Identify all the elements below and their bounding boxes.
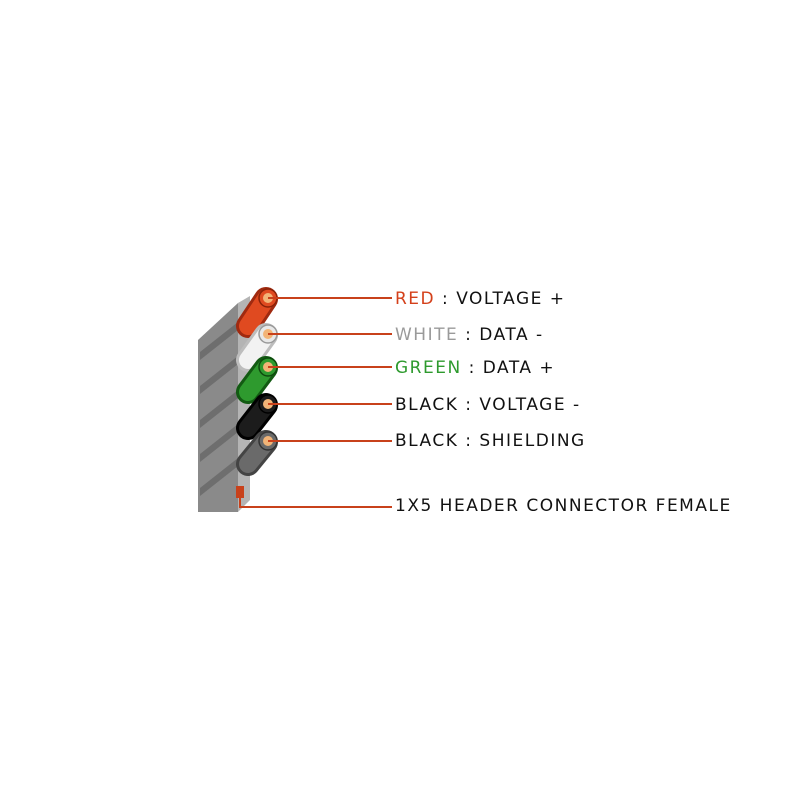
pin-label-white: WHITE : DATA - (395, 325, 544, 345)
pin-label-red: RED : VOLTAGE + (395, 289, 566, 309)
wire-color-name: GREEN (395, 358, 462, 378)
pin-label-black-voltage: BLACK : VOLTAGE - (395, 395, 581, 415)
wire-function: VOLTAGE - (479, 395, 581, 415)
separator: : (458, 395, 480, 415)
separator: : (435, 289, 457, 309)
wire-color-name: BLACK (395, 395, 459, 415)
wire-shielding (236, 430, 278, 476)
wire-function: SHIELDING (479, 431, 586, 451)
wire-function: VOLTAGE + (456, 289, 566, 309)
wire-color-name: RED (395, 289, 436, 309)
wire-color-name: WHITE (395, 325, 459, 345)
leader-lines (239, 297, 392, 508)
separator: : (461, 358, 483, 378)
wire-function: DATA - (479, 325, 544, 345)
pin-label-black-shielding: BLACK : SHIELDING (395, 431, 586, 451)
separator: : (458, 431, 480, 451)
pin-label-green: GREEN : DATA + (395, 358, 555, 378)
connector-label: 1X5 HEADER CONNECTOR FEMALE (395, 496, 732, 516)
separator: : (458, 325, 480, 345)
wire-function: DATA + (482, 358, 556, 378)
wire-color-name: BLACK (395, 431, 459, 451)
wire-red (236, 287, 278, 338)
